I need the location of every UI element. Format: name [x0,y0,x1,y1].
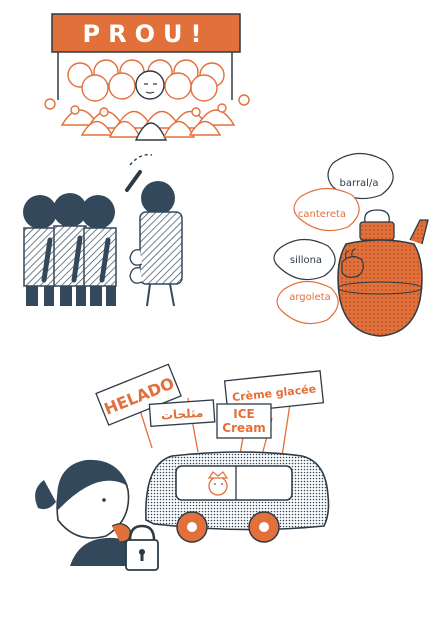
speech-bubble-1: barral/a [327,152,394,200]
protest-banner [51,13,241,53]
sign-creme: Crème glacée [223,370,325,414]
sign-ice-text: ICE [233,407,254,421]
officer-striking [129,181,183,307]
banner-text: PROU! [83,20,210,48]
sign-cream-text: Cream [222,421,265,435]
sign-arabic: مثلجات [148,399,216,428]
protest-scene: PROU! [44,13,250,141]
ice-cream-van [145,451,330,543]
girl [35,459,159,571]
speech-bubble-3: sillona [273,238,336,281]
speech-bubble-4: argoleta [276,280,339,325]
vendor [208,476,228,496]
speech-bubble-2: cantereta [293,187,360,232]
jug-scene: barral/a cantereta sillona argoleta [273,152,429,337]
sign-ice-cream: ICE Cream [216,403,272,439]
officer-group [23,193,117,306]
sign-arabic-text: مثلجات [160,406,203,423]
police-scene [23,154,183,307]
bubble-text-2: cantereta [298,209,346,220]
bubble-text-4: argoleta [289,292,331,303]
bubble-text-3: sillona [290,255,322,266]
bubble-text-1: barral/a [340,178,379,189]
clay-jug [337,209,429,337]
padlock-icon [125,524,159,571]
crowd [44,59,250,141]
ice-cream-scene: HELADO Crème glacée مثلجات ICE Cream [35,363,330,571]
